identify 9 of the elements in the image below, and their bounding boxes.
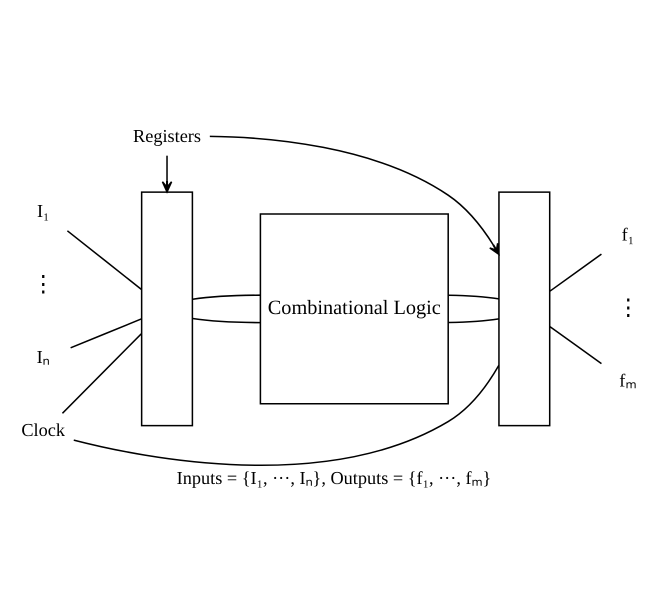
label: ⋮ <box>616 294 639 320</box>
node-text: I₁ <box>36 200 50 221</box>
node-text: Iₙ <box>36 347 50 368</box>
node-text: f₁ <box>622 224 634 244</box>
node-text: Registers <box>133 126 202 146</box>
node-text: Clock <box>21 420 65 440</box>
node-text: fₘ <box>619 370 636 390</box>
label: ⋮ <box>32 271 54 296</box>
caption: Inputs = {I₁, ···, Iₙ}, Outputs = {f₁, ···, fₘ} <box>176 468 492 488</box>
